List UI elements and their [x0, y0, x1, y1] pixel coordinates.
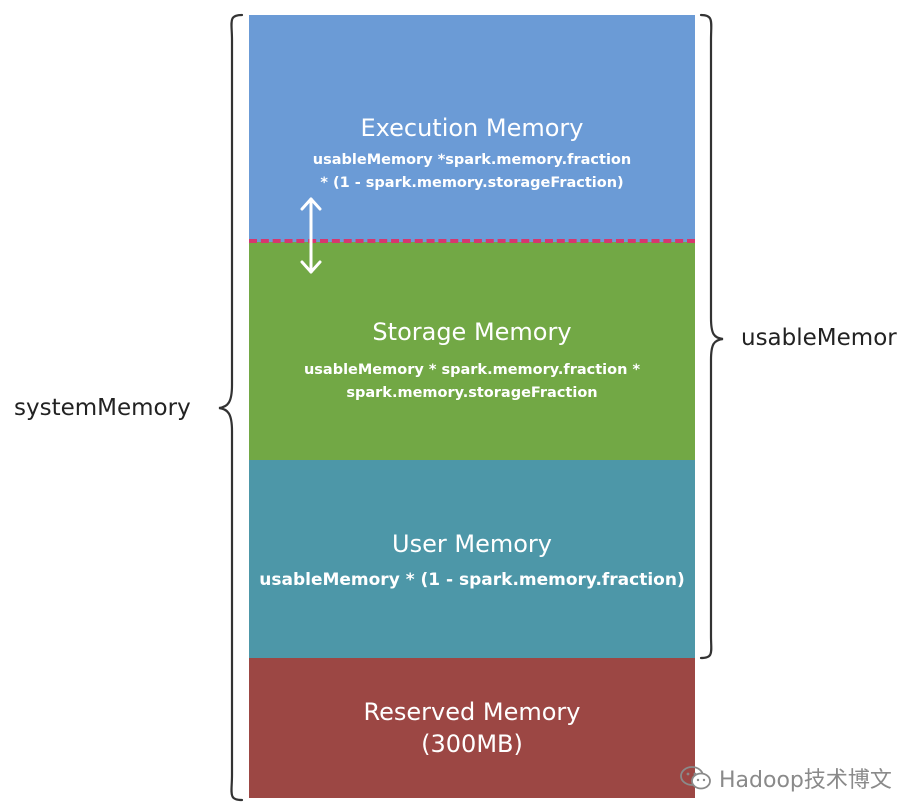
system-memory-label: systemMemory — [14, 395, 191, 421]
user-memory-formula: usableMemory * (1 - spark.memory.fractio… — [259, 570, 685, 590]
execution-storage-boundary — [249, 239, 695, 243]
reserved-title-line1: Reserved Memory — [363, 698, 581, 726]
usable-memory-brace — [699, 13, 724, 660]
user-memory-title: User Memory — [392, 530, 552, 558]
usable-memory-label: usableMemor — [741, 325, 897, 351]
reserved-memory-block: Reserved Memory (300MB) — [249, 658, 695, 798]
reserved-title-line2: (300MB) — [421, 730, 523, 758]
storage-memory-formula: usableMemory * spark.memory.fraction * s… — [249, 359, 695, 405]
storage-memory-block: Storage Memory usableMemory * spark.memo… — [249, 242, 695, 460]
execution-memory-block: Execution Memory usableMemory *spark.mem… — [249, 15, 695, 242]
boundary-double-arrow — [300, 197, 322, 274]
watermark-text: Hadoop技术博文 — [719, 768, 892, 793]
execution-formula-line2: * (1 - spark.memory.storageFraction) — [320, 175, 624, 191]
execution-memory-formula: usableMemory *spark.memory.fraction * (1… — [249, 149, 695, 195]
user-memory-block: User Memory usableMemory * (1 - spark.me… — [249, 460, 695, 658]
system-memory-brace — [218, 13, 244, 802]
watermark: Hadoop技术博文 — [679, 762, 892, 794]
reserved-memory-title: Reserved Memory (300MB) — [249, 696, 695, 760]
storage-formula-line1: usableMemory * spark.memory.fraction * — [303, 362, 641, 378]
execution-memory-title: Execution Memory — [360, 114, 584, 142]
storage-formula-line2: spark.memory.storageFraction — [346, 385, 598, 401]
storage-memory-title: Storage Memory — [372, 318, 572, 346]
wechat-icon — [680, 766, 711, 790]
execution-formula-line1: usableMemory *spark.memory.fraction — [312, 152, 632, 168]
